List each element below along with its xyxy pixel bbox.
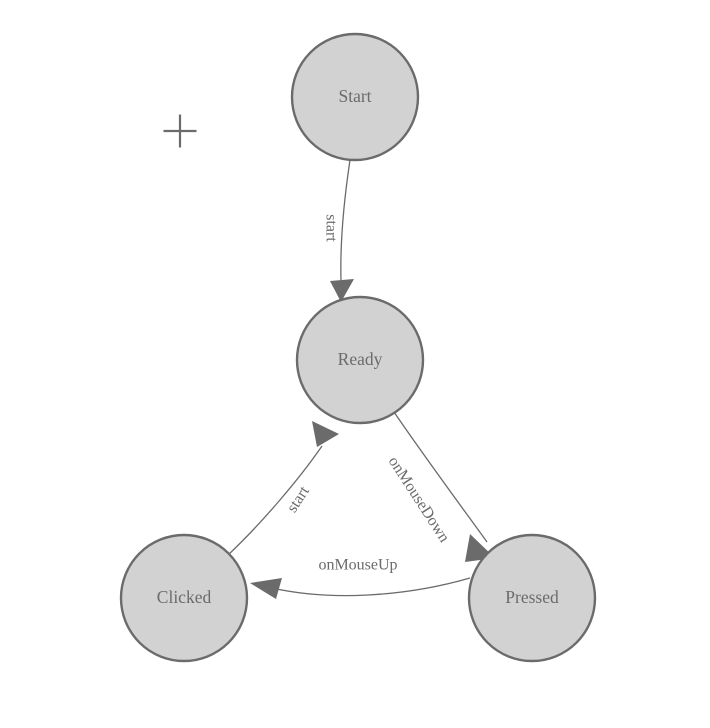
- arrowhead-icon: [330, 279, 354, 302]
- edge-pressed-to-clicked[interactable]: onMouseUp: [250, 557, 471, 599]
- plus-marker-icon[interactable]: [163, 114, 197, 148]
- node-ready[interactable]: Ready: [295, 295, 425, 425]
- edge-label-start-to-ready: start: [322, 214, 339, 242]
- edge-line: [227, 445, 323, 556]
- edge-line: [393, 411, 488, 543]
- node-start[interactable]: Start: [290, 32, 420, 162]
- node-label-ready: Ready: [338, 349, 383, 369]
- node-shape[interactable]: [467, 533, 597, 663]
- edge-line: [340, 159, 351, 282]
- node-shape[interactable]: [290, 32, 420, 162]
- edge-label-ready-to-pressed: onMouseDown: [385, 454, 453, 546]
- arrowhead-icon: [250, 578, 282, 599]
- edge-start-to-ready[interactable]: start: [322, 159, 354, 302]
- node-label-pressed: Pressed: [505, 587, 559, 607]
- edge-ready-to-pressed[interactable]: onMouseDown: [385, 411, 495, 562]
- arrowhead-icon: [312, 421, 339, 447]
- edge-label-pressed-to-clicked: onMouseUp: [318, 557, 397, 574]
- edge-clicked-to-ready[interactable]: start: [227, 421, 339, 556]
- edge-line: [271, 577, 471, 597]
- node-label-start: Start: [338, 86, 371, 106]
- node-shape[interactable]: [295, 295, 425, 425]
- node-label-clicked: Clicked: [157, 587, 212, 607]
- node-clicked[interactable]: Clicked: [119, 533, 249, 663]
- edge-label-clicked-to-ready: start: [284, 483, 314, 516]
- node-pressed[interactable]: Pressed: [467, 533, 597, 663]
- node-shape[interactable]: [119, 533, 249, 663]
